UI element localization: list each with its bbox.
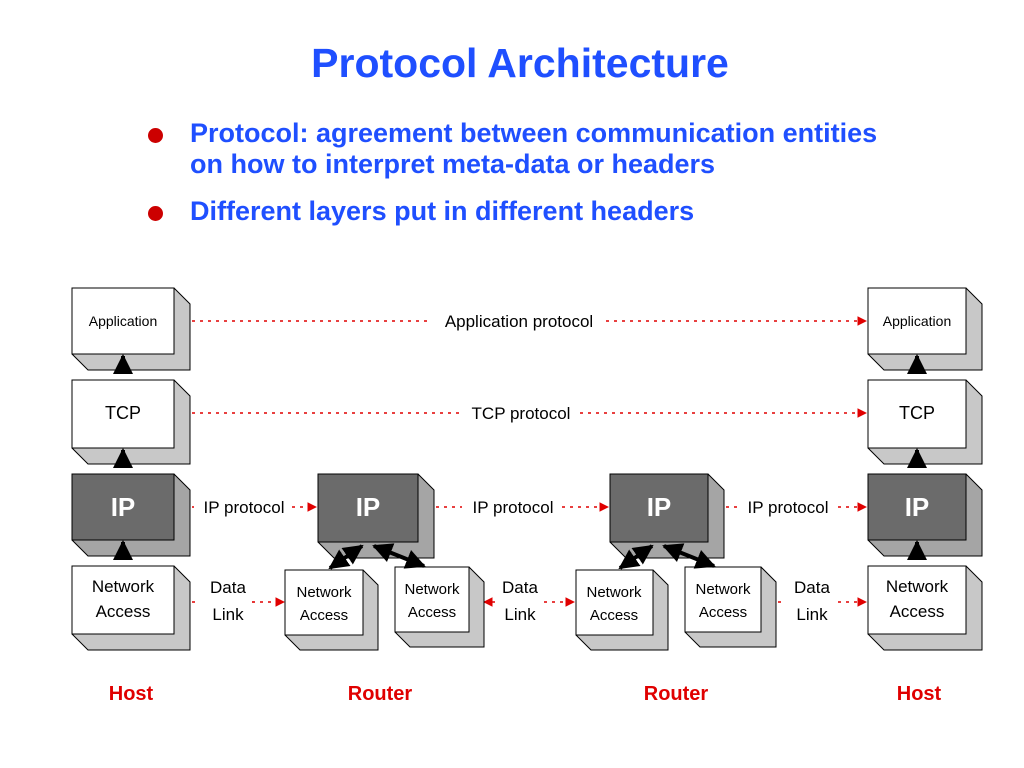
bullet-dot-icon	[148, 128, 163, 143]
layer-label: TCP	[899, 403, 935, 423]
node-label-host: Host	[109, 683, 154, 705]
layer-label: Network	[296, 584, 352, 601]
layer-label: IP	[356, 492, 381, 522]
bullet-item: Different layers put in different header…	[148, 196, 998, 227]
network-access-box: Network Access	[71, 565, 191, 651]
network-access-box: Network Access	[284, 569, 379, 651]
ip-layer-box: IP	[71, 473, 191, 557]
right-host-stack: Application TCP IP Network Access Host	[867, 287, 983, 705]
bullet-item: Protocol: agreement between communicatio…	[148, 118, 998, 180]
data-link-label: Link	[504, 605, 536, 624]
ip-layer-box: IP	[867, 473, 983, 557]
node-label-router: Router	[644, 683, 709, 705]
network-access-box: Network Access	[575, 569, 669, 651]
layer-label: Application	[883, 313, 952, 329]
layer-label: Access	[300, 607, 348, 624]
layer-label: Application	[89, 313, 158, 329]
layer-label: Access	[890, 602, 945, 621]
layer-label: Network	[695, 581, 751, 598]
node-label-router: Router	[348, 683, 413, 705]
ip-protocol-label: IP protocol	[204, 498, 285, 517]
network-access-box: Network Access	[394, 566, 485, 648]
application-protocol-label: Application protocol	[445, 312, 593, 331]
bullet-list: Protocol: agreement between communicatio…	[148, 118, 998, 243]
data-link-label: Link	[796, 605, 828, 624]
layer-label: Network	[404, 581, 460, 598]
tcp-protocol-label: TCP protocol	[472, 404, 571, 423]
ip-layer-box: IP	[609, 473, 725, 559]
data-link-label: Data	[210, 578, 246, 597]
layer-label: Access	[408, 604, 456, 621]
layer-label: IP	[111, 492, 136, 522]
network-access-box: Network Access	[867, 565, 983, 651]
bullet-dot-icon	[148, 206, 163, 221]
tcp-layer-box: TCP	[71, 379, 191, 465]
ip-protocol-label: IP protocol	[473, 498, 554, 517]
layer-label: Access	[590, 607, 638, 624]
data-link-label: Data	[502, 578, 538, 597]
tcp-layer-box: TCP	[867, 379, 983, 465]
data-link-label: Data	[794, 578, 830, 597]
bullet-text: Protocol: agreement between communicatio…	[190, 118, 878, 148]
network-access-box: Network Access	[684, 566, 777, 648]
layer-label: IP	[905, 492, 930, 522]
bullet-text: on how to interpret meta-data or headers	[190, 149, 716, 179]
application-layer-box: Application	[867, 287, 983, 371]
layer-label: Access	[699, 604, 747, 621]
layer-label: Access	[96, 602, 151, 621]
data-link-label: Link	[212, 605, 244, 624]
ip-protocol-label: IP protocol	[748, 498, 829, 517]
router-2: IP Network Access Network Access Router	[575, 473, 777, 705]
layer-label: Network	[92, 577, 155, 596]
layer-label: IP	[647, 492, 672, 522]
left-host-stack: Application TCP IP Network Access Host	[71, 287, 191, 705]
layer-label: Network	[886, 577, 949, 596]
ip-layer-box: IP	[317, 473, 435, 559]
bullet-text: Different layers put in different header…	[190, 196, 695, 226]
application-layer-box: Application	[71, 287, 191, 371]
slide-title: Protocol Architecture	[311, 40, 729, 86]
layer-label: Network	[586, 584, 642, 601]
node-label-host: Host	[897, 683, 942, 705]
layer-label: TCP	[105, 403, 141, 423]
router-1: IP Network Access Network Access Router	[284, 473, 485, 705]
